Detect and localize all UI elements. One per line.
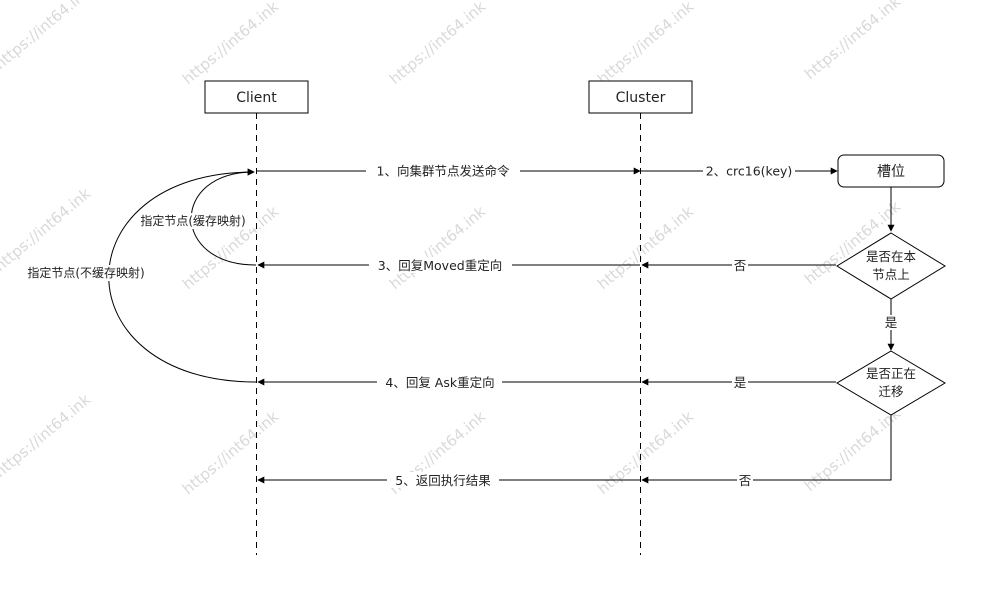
branch-no-label: 否 <box>734 258 747 273</box>
watermark: https://int64.ink <box>386 0 489 88</box>
message-5: 否 5、返回执行结果 <box>257 415 892 488</box>
message-1-label: 1、向集群节点发送命令 <box>377 164 510 179</box>
watermark: https://int64.ink <box>594 202 697 293</box>
loop-not-cached-label: 指定节点(不缓存映射) <box>27 265 144 280</box>
message-2: 2、crc16(key) <box>641 163 838 179</box>
branch-no-2-label: 否 <box>739 473 752 488</box>
message-2-label: 2、crc16(key) <box>706 164 793 179</box>
message-1: 1、向集群节点发送命令 <box>257 163 641 179</box>
message-4: 是 4、回复 Ask重定向 <box>257 374 836 390</box>
cluster-label: Cluster <box>616 90 666 106</box>
watermark-layer: https://int64.ink https://int64.ink http… <box>0 0 904 498</box>
client-label: Client <box>236 90 277 106</box>
decision-migrating: 是否正在 迁移 <box>836 350 946 416</box>
message-4-label: 4、回复 Ask重定向 <box>385 375 494 390</box>
branch-yes-label: 是 <box>734 375 747 390</box>
watermark: https://int64.ink <box>0 184 94 275</box>
decision-on-node-line2: 节点上 <box>872 267 910 282</box>
client-participant: Client <box>204 80 309 114</box>
cluster-participant: Cluster <box>588 80 693 114</box>
watermark: https://int64.ink <box>594 0 697 88</box>
watermark: https://int64.ink <box>801 0 904 83</box>
yes-down-arrow: 是 <box>882 299 900 351</box>
slot-label: 槽位 <box>877 164 905 180</box>
branch-yes-down-label: 是 <box>885 315 898 330</box>
decision-on-node-line1: 是否在本 <box>866 249 917 264</box>
loop-cached-label: 指定节点(缓存映射) <box>140 213 245 228</box>
loop-not-cached-mapping: 指定节点(不缓存映射) <box>18 168 257 383</box>
watermark: https://int64.ink <box>179 407 282 498</box>
decision-migrating-line1: 是否正在 <box>866 366 916 381</box>
decision-migrating-line2: 迁移 <box>878 384 903 399</box>
watermark: https://int64.ink <box>594 407 697 498</box>
loop-cached-mapping: 指定节点(缓存映射) <box>133 168 257 266</box>
watermark: https://int64.ink <box>0 0 94 73</box>
watermark: https://int64.ink <box>386 202 489 293</box>
message-5-label: 5、返回执行结果 <box>395 473 491 488</box>
slot-node: 槽位 <box>837 154 945 188</box>
message-3-label: 3、回复Moved重定向 <box>378 258 502 273</box>
watermark: https://int64.ink <box>801 404 904 495</box>
message-3: 否 3、回复Moved重定向 <box>257 257 836 273</box>
watermark: https://int64.ink <box>0 390 94 481</box>
watermark: https://int64.ink <box>179 0 282 88</box>
